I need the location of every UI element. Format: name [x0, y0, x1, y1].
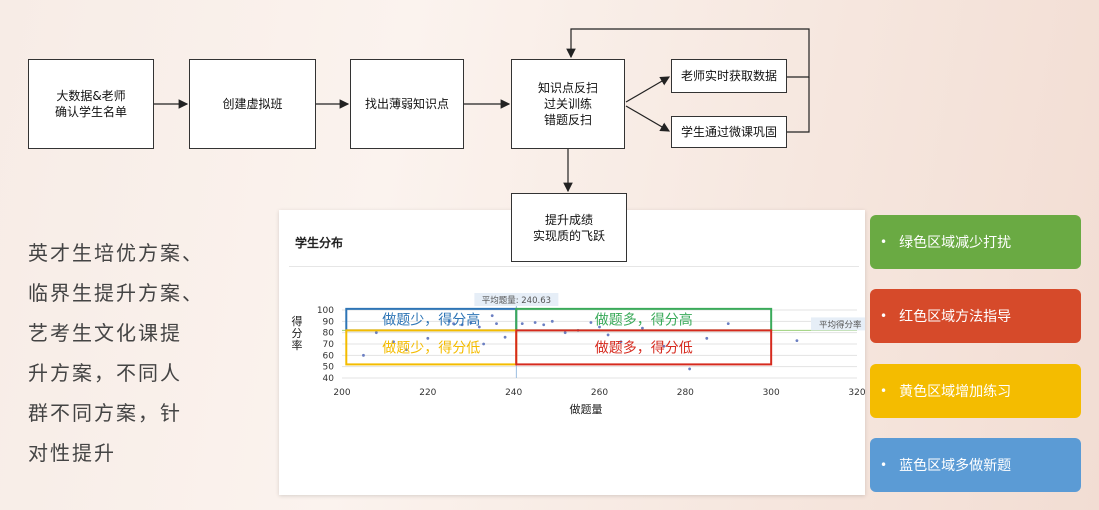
y-tick-label: 90: [323, 317, 335, 327]
flow-box-find-weak-points: 找出薄弱知识点: [350, 59, 464, 149]
legend-yellow-region: • 黄色区域增加练习: [870, 364, 1081, 418]
data-point: [726, 322, 730, 325]
legend-red-region: • 红色区域方法指导: [870, 289, 1081, 343]
data-point: [705, 336, 709, 340]
data-point: [469, 321, 473, 324]
data-point: [563, 331, 567, 335]
data-point: [606, 333, 610, 337]
y-tick-label: 70: [323, 340, 335, 350]
x-tick-label: 240: [505, 388, 522, 398]
data-point: [490, 314, 494, 318]
data-point: [520, 322, 524, 325]
x-tick-label: 200: [333, 388, 350, 398]
data-point: [404, 348, 408, 352]
data-point: [542, 323, 546, 327]
flow-box-teacher-data: 老师实时获取数据: [671, 59, 787, 93]
flow-box-training: 知识点反扫 过关训练 错题反扫: [511, 59, 625, 149]
data-point: [374, 331, 378, 335]
y-axis-label: 率: [292, 338, 303, 352]
avg-score-label: 平均得分率: [819, 319, 862, 330]
data-point: [619, 340, 623, 344]
bullet-icon: •: [880, 458, 888, 472]
y-axis-label: 得: [292, 315, 303, 328]
data-point: [662, 344, 666, 348]
region-label: 做题多，得分高: [595, 312, 693, 329]
legend-blue-region: • 蓝色区域多做新题: [870, 438, 1081, 492]
y-tick-label: 80: [323, 329, 335, 339]
y-tick-label: 50: [323, 363, 335, 373]
flow-box-improve-score: 提升成绩 实现质的飞跃: [511, 193, 627, 262]
bullet-icon: •: [880, 309, 888, 323]
plan-description: 英才生培优方案、 临界生提升方案、 艺考生文化课提 升方案，不同人 群不同方案，…: [28, 241, 204, 465]
flow-arrow-5: [625, 105, 671, 132]
avg-count-label: 平均题量: 240.63: [482, 295, 551, 306]
flow-arrow-4: [625, 76, 671, 103]
y-axis-label: 分: [292, 327, 303, 340]
x-tick-label: 300: [763, 388, 780, 398]
data-point: [795, 339, 799, 342]
region-box: [515, 329, 773, 366]
bullet-icon: •: [880, 235, 888, 249]
region-label: 做题少，得分高: [382, 312, 480, 329]
card-title: 学生分布: [295, 236, 344, 250]
x-tick-label: 260: [591, 388, 608, 398]
data-point: [589, 321, 593, 324]
flow-loop-line-2: [787, 77, 810, 133]
green-region-label: 绿色区域减少打扰: [899, 235, 1012, 251]
y-tick-label: 60: [323, 351, 335, 361]
data-point: [550, 319, 554, 323]
yellow-region-label: 黄色区域增加练习: [899, 384, 1012, 400]
avg-count-tag: [474, 293, 559, 306]
data-point: [460, 323, 464, 327]
region-label: 做题多，得分低: [595, 339, 693, 356]
data-point: [503, 335, 507, 339]
x-axis-label: 做题量: [570, 402, 603, 416]
data-point: [452, 322, 455, 325]
blue-region-label: 蓝色区域多做新题: [899, 458, 1012, 474]
x-tick-label: 320: [848, 388, 865, 398]
x-tick-label: 220: [419, 388, 436, 398]
data-point: [362, 353, 365, 357]
data-point: [688, 367, 692, 371]
red-region-label: 红色区域方法指导: [899, 309, 1012, 325]
legend-green-region: • 绿色区域减少打扰: [870, 215, 1081, 269]
avg-score-tag: [811, 317, 865, 331]
data-point: [447, 319, 451, 323]
region-label: 做题少，得分低: [382, 339, 480, 356]
data-point: [392, 340, 395, 344]
data-point: [495, 322, 498, 325]
flow-box-micro-course: 学生通过微课巩固: [671, 116, 787, 148]
data-point: [482, 342, 486, 346]
y-tick-label: 100: [317, 306, 334, 316]
y-tick-label: 40: [323, 374, 335, 384]
flow-box-create-class: 创建虚拟班: [189, 59, 316, 149]
card-divider: [289, 266, 859, 267]
data-point: [641, 326, 644, 330]
x-tick-label: 280: [677, 388, 694, 398]
flow-box-confirm-students: 大数据&老师 确认学生名单: [28, 59, 154, 149]
bullet-icon: •: [880, 384, 888, 398]
data-point: [477, 325, 481, 329]
data-point: [533, 321, 537, 324]
data-point: [426, 336, 430, 340]
data-point: [598, 325, 601, 329]
